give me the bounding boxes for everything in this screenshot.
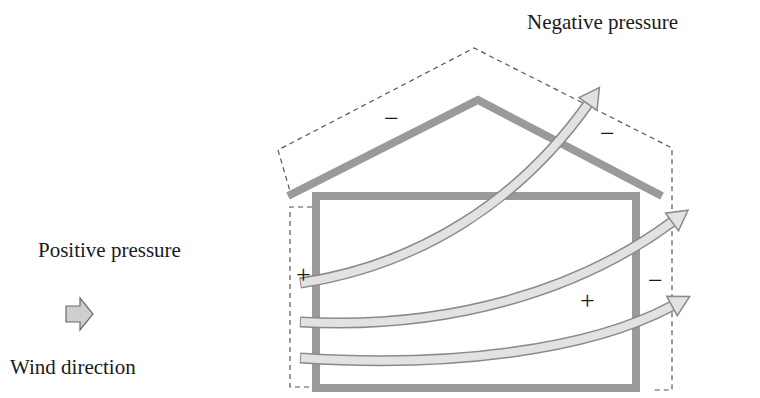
house-outline [288,100,662,388]
pressure-label: Negative pressure [527,12,678,33]
pressure-sign: − [600,121,615,147]
pressure-sign: − [648,268,663,294]
pressure-sign: − [384,106,399,132]
pressure-envelope [278,48,672,390]
pressure-label: Positive pressure [38,240,181,261]
wind-arrow-icon [66,298,93,330]
airflow-arrows [300,88,690,361]
wind-label: Wind direction [10,357,136,378]
pressure-sign: + [296,262,311,288]
pressure-sign: + [580,288,595,314]
